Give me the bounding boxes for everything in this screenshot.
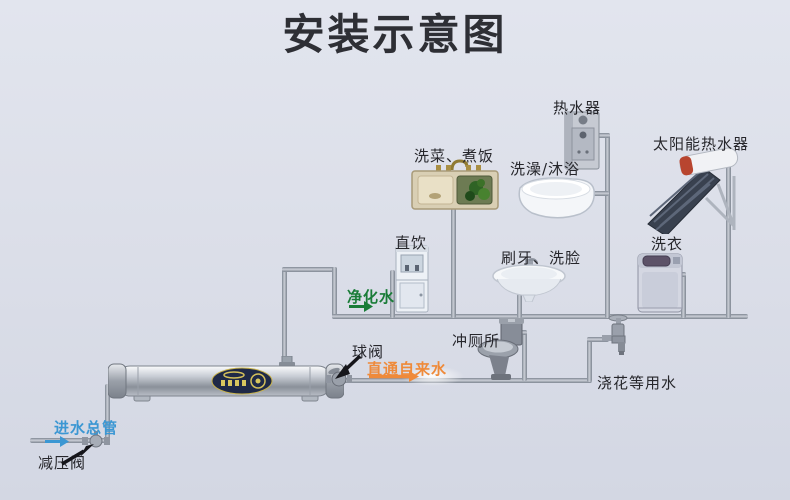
highlight-glow — [400, 366, 464, 386]
pipe-heater-stub — [595, 133, 610, 138]
toilet-label: 冲厕所 — [452, 332, 501, 350]
sink-label: 洗菜、煮饭 — [414, 147, 495, 165]
solar-heater-label: 太阳能热水器 — [653, 135, 750, 153]
solar-water-heater-icon — [647, 147, 739, 234]
garden-water-label: 浇花等用水 — [597, 374, 678, 392]
kitchen-sink-icon — [411, 159, 499, 210]
wash-basin-icon — [492, 258, 566, 302]
pipe-filter-outlet-riser — [282, 267, 287, 364]
pipe-purified-upper — [282, 267, 337, 272]
water-filter-icon — [108, 356, 344, 402]
inlet-main-label: 进水总管 — [54, 419, 119, 437]
pipe-garden-stub — [587, 337, 609, 342]
pipe-tapwater-main — [344, 378, 592, 383]
pipe-purified-main — [332, 314, 748, 319]
purified-flow-arrow — [349, 301, 373, 312]
pipe-washer-riser — [681, 272, 686, 318]
basin-label: 刷牙、洗脸 — [501, 249, 582, 267]
bathtub-icon — [518, 177, 595, 219]
reducer-valve-pointer-arrow — [61, 444, 94, 466]
toilet-icon — [477, 318, 524, 380]
washing-machine-label: 洗衣 — [651, 235, 684, 253]
pipe-basin-riser — [517, 294, 522, 318]
washing-machine-icon — [637, 253, 683, 313]
page-title: 安装示意图 — [282, 10, 508, 59]
direct-tapwater-label: 直通自来水 — [367, 360, 448, 378]
pipe-inlet-riser — [105, 384, 110, 442]
pipe-purified-drop — [332, 267, 337, 319]
drinking-label: 直饮 — [395, 234, 428, 252]
pipe-heater-bath-riser — [605, 133, 610, 318]
ball-valve-pointer-arrow — [335, 354, 362, 379]
pipe-sink-riser — [451, 204, 456, 318]
pressure-reducing-valve-icon — [82, 431, 110, 448]
purified-water-label: 净化水 — [347, 288, 396, 306]
pipe-inlet-horizontal — [30, 438, 108, 443]
bath-label: 洗澡/沐浴 — [510, 160, 581, 178]
inlet-flow-arrow — [45, 436, 69, 447]
pipe-solar-riser — [726, 160, 731, 318]
pipe-bath-stub — [591, 191, 609, 196]
pipe-dispenser-riser — [390, 270, 395, 318]
water-dispenser-icon — [395, 245, 429, 313]
tapwater-flow-arrow — [369, 371, 419, 382]
pipe-garden-riser — [587, 337, 592, 382]
water-heater-label: 热水器 — [553, 99, 602, 117]
garden-faucet-icon — [602, 314, 628, 355]
pipe-toilet-riser — [522, 330, 527, 381]
water-heater-icon — [564, 111, 600, 170]
